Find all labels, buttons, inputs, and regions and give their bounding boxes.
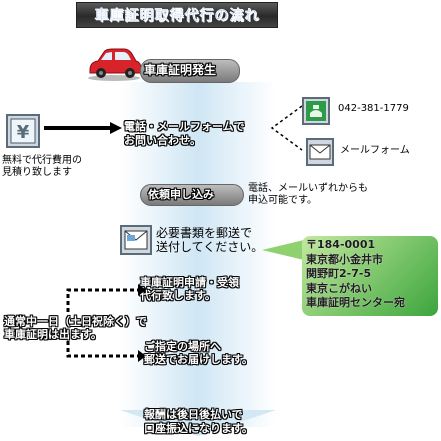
contact-line2: お問い合わせ。 (124, 134, 201, 147)
address-pointer (262, 240, 304, 260)
mail-form-link[interactable]: メールフォーム (340, 145, 410, 156)
address-postal: 〒184-0001 (306, 238, 376, 251)
phone-icon (302, 97, 330, 125)
application-line2: 代行致します。 (140, 289, 216, 302)
address-city: 東京都小金井市 (306, 252, 383, 266)
turnaround-line2: 車庫証明は出ます。 (4, 328, 102, 341)
payment-line1: 報酬は後日後払いで (144, 408, 243, 421)
delivery-line1: ご指定の場所へ (144, 340, 221, 353)
address-card (302, 236, 438, 316)
yen-icon: ¥ (6, 114, 40, 148)
contact-line1: 電話・メールフォームで (124, 120, 245, 133)
delivery-line2: 郵送でお届けします。 (144, 353, 253, 366)
start-pill (140, 59, 240, 83)
documents-line2: 送付してください。 (156, 240, 264, 254)
payment-line2: 口座振込になります。 (144, 422, 253, 435)
application-line1: 車庫証明申請・受領 (140, 276, 239, 289)
order-pill (140, 184, 244, 206)
svg-text:¥: ¥ (17, 122, 30, 143)
contact-branch-lines (270, 105, 303, 151)
car-icon (88, 48, 142, 81)
phone-number[interactable]: 042-381-1779 (338, 103, 409, 114)
title-banner (76, 2, 278, 28)
order-note2: 申込可能です。 (248, 195, 317, 206)
document-icon (120, 225, 152, 255)
mail-icon (306, 138, 334, 166)
address-street: 関野町2-7-5 (306, 267, 372, 280)
start-label: 車庫証明発生 (144, 63, 217, 77)
flow-arrowhead (120, 410, 276, 436)
order-note1: 電話、メールいずれからも (248, 183, 368, 194)
estimate-line1: 無料で代行費用の (2, 155, 82, 166)
page-title: 車庫証明取得代行の流れ (94, 8, 260, 24)
address-company: 東京こがねい (306, 281, 372, 295)
order-label: 依頼申し込み (148, 188, 214, 201)
turnaround-connectors (66, 284, 146, 362)
documents-line1: 必要書類を郵送で (156, 226, 253, 240)
arrow-to-contact (44, 122, 122, 134)
estimate-line2: 見積り致します (2, 167, 72, 178)
turnaround-line1: 通常中一日（土日祝除く）で (4, 315, 147, 328)
address-block: 〒184-0001 東京都小金井市 関野町2-7-5 東京こがねい 車庫証明セン… (306, 238, 405, 311)
address-recipient: 車庫証明センター宛 (306, 296, 405, 309)
